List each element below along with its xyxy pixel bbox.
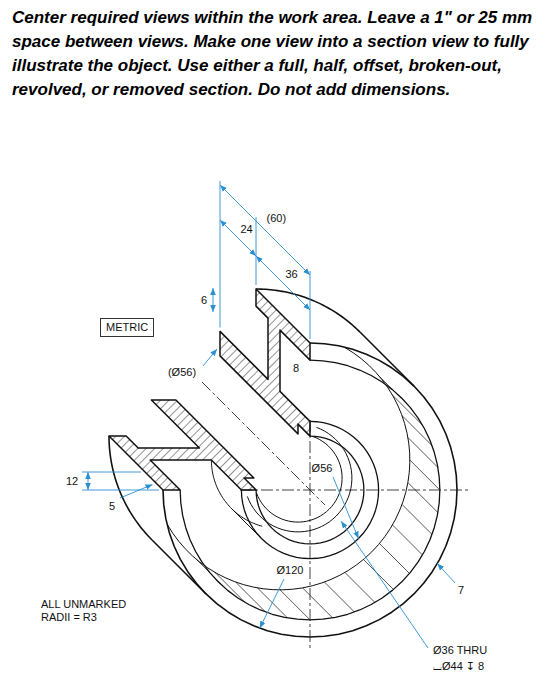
dimension-line [220, 220, 256, 256]
dimension-text: 8 [292, 362, 300, 375]
diameter-text: Ø56 [311, 462, 334, 475]
rim-shade-line [324, 582, 354, 612]
dimension-line [213, 288, 214, 312]
extension-line [82, 472, 141, 473]
dimension-text: 7 [457, 584, 465, 597]
leader-line [260, 579, 284, 628]
leader-line [333, 477, 359, 539]
center-line [240, 490, 470, 491]
rim-shade-line [408, 483, 438, 513]
general-note: ALL UNMARKED RADII = R3 [40, 598, 137, 624]
rim-shade-line [392, 525, 422, 555]
rim-shade-line [345, 572, 375, 602]
dimension-line [88, 472, 89, 490]
leader-line [341, 521, 428, 648]
rim-shade-line [363, 559, 393, 589]
rim-shade-line [303, 588, 333, 618]
dimension-text: 24 [239, 223, 253, 236]
diameter-text: Ø120 [276, 564, 305, 577]
rim-silhouette [360, 332, 414, 386]
center-line [310, 420, 311, 650]
center-line [202, 382, 325, 505]
leader-line [120, 485, 153, 499]
rim-shade-line [280, 590, 310, 620]
rim-shade-line [402, 504, 432, 534]
hole-callout: ⌴Ø44 ↧ 8 [432, 660, 485, 673]
extension-line [256, 217, 257, 285]
dimension-text: (Ø56) [167, 366, 197, 379]
drawing [82, 181, 470, 650]
dimension-line [256, 256, 310, 310]
rim-silhouette [152, 540, 206, 594]
leader-line [437, 564, 455, 584]
dimension-text: 6 [200, 294, 208, 307]
leader-line [203, 349, 217, 366]
dimension-text: 36 [284, 268, 298, 281]
box-text: METRIC [106, 321, 148, 333]
dimension-line [220, 185, 310, 275]
rim-shade-line [379, 543, 409, 573]
dimension-text: (60) [266, 212, 288, 225]
dimension-text: 12 [65, 475, 79, 488]
units-box: METRIC [100, 318, 154, 337]
rim-shade-line [408, 437, 438, 467]
rim-shade-line [392, 395, 422, 425]
instruction-text: Center required views within the work ar… [12, 6, 540, 102]
dimension-text: 5 [108, 500, 116, 513]
hole-callout: Ø36 THRU [432, 644, 488, 657]
extension-line [82, 490, 159, 491]
web-rim-edge [168, 348, 410, 590]
extension-line [220, 181, 221, 327]
extension-line [310, 271, 311, 339]
